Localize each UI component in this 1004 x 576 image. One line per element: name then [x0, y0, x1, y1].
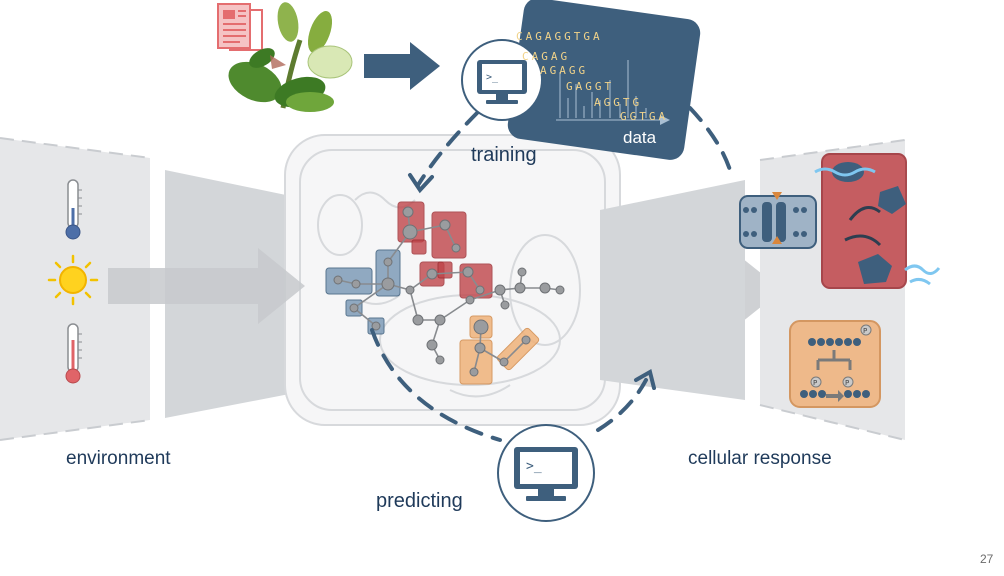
predicting-label: predicting — [376, 490, 463, 512]
predicting-arrowhead — [634, 368, 656, 390]
data-panel — [507, 0, 701, 160]
membrane-channel-icon — [739, 192, 817, 249]
svg-text:P: P — [813, 379, 817, 387]
svg-text:>_: >_ — [486, 72, 499, 83]
input-arrow — [108, 248, 305, 324]
sequence-read: CAGAGGTGA — [516, 30, 603, 43]
computer-terminal-icon: >_ — [497, 424, 595, 522]
sequence-read: AGAGG — [540, 64, 589, 77]
environment-label: environment — [66, 448, 171, 469]
ml-cycle-path — [370, 106, 732, 442]
thermometer-hot-icon — [65, 323, 82, 384]
training-arrowhead — [408, 173, 434, 194]
cellular-response-label: cellular response — [688, 448, 832, 469]
sequence-read: GGTGA — [620, 110, 669, 123]
slide-number: 27 — [980, 552, 994, 566]
protein-complex-icon — [814, 153, 941, 289]
sequence-read: CAGAG — [522, 50, 571, 63]
sun-icon — [47, 254, 99, 306]
network-nodes — [333, 206, 565, 377]
spectrum-plot — [556, 60, 660, 121]
document-icon — [217, 3, 263, 51]
data-label: data — [623, 128, 657, 147]
svg-text:>_: >_ — [526, 459, 542, 474]
thermometer-cold-icon — [65, 179, 82, 240]
svg-text:P: P — [863, 327, 867, 335]
data-axis-arrow — [660, 115, 670, 125]
sequence-read: GAGGT — [566, 80, 615, 93]
sequence-read: AGGTG — [594, 96, 643, 109]
training-label: training — [471, 144, 537, 166]
svg-text:P: P — [845, 379, 849, 387]
computer-terminal-icon: >_ — [461, 39, 543, 121]
plant-to-data-arrow — [364, 42, 440, 90]
phosphorylation-icon: P P P — [789, 320, 881, 408]
plant-icon — [228, 2, 353, 112]
